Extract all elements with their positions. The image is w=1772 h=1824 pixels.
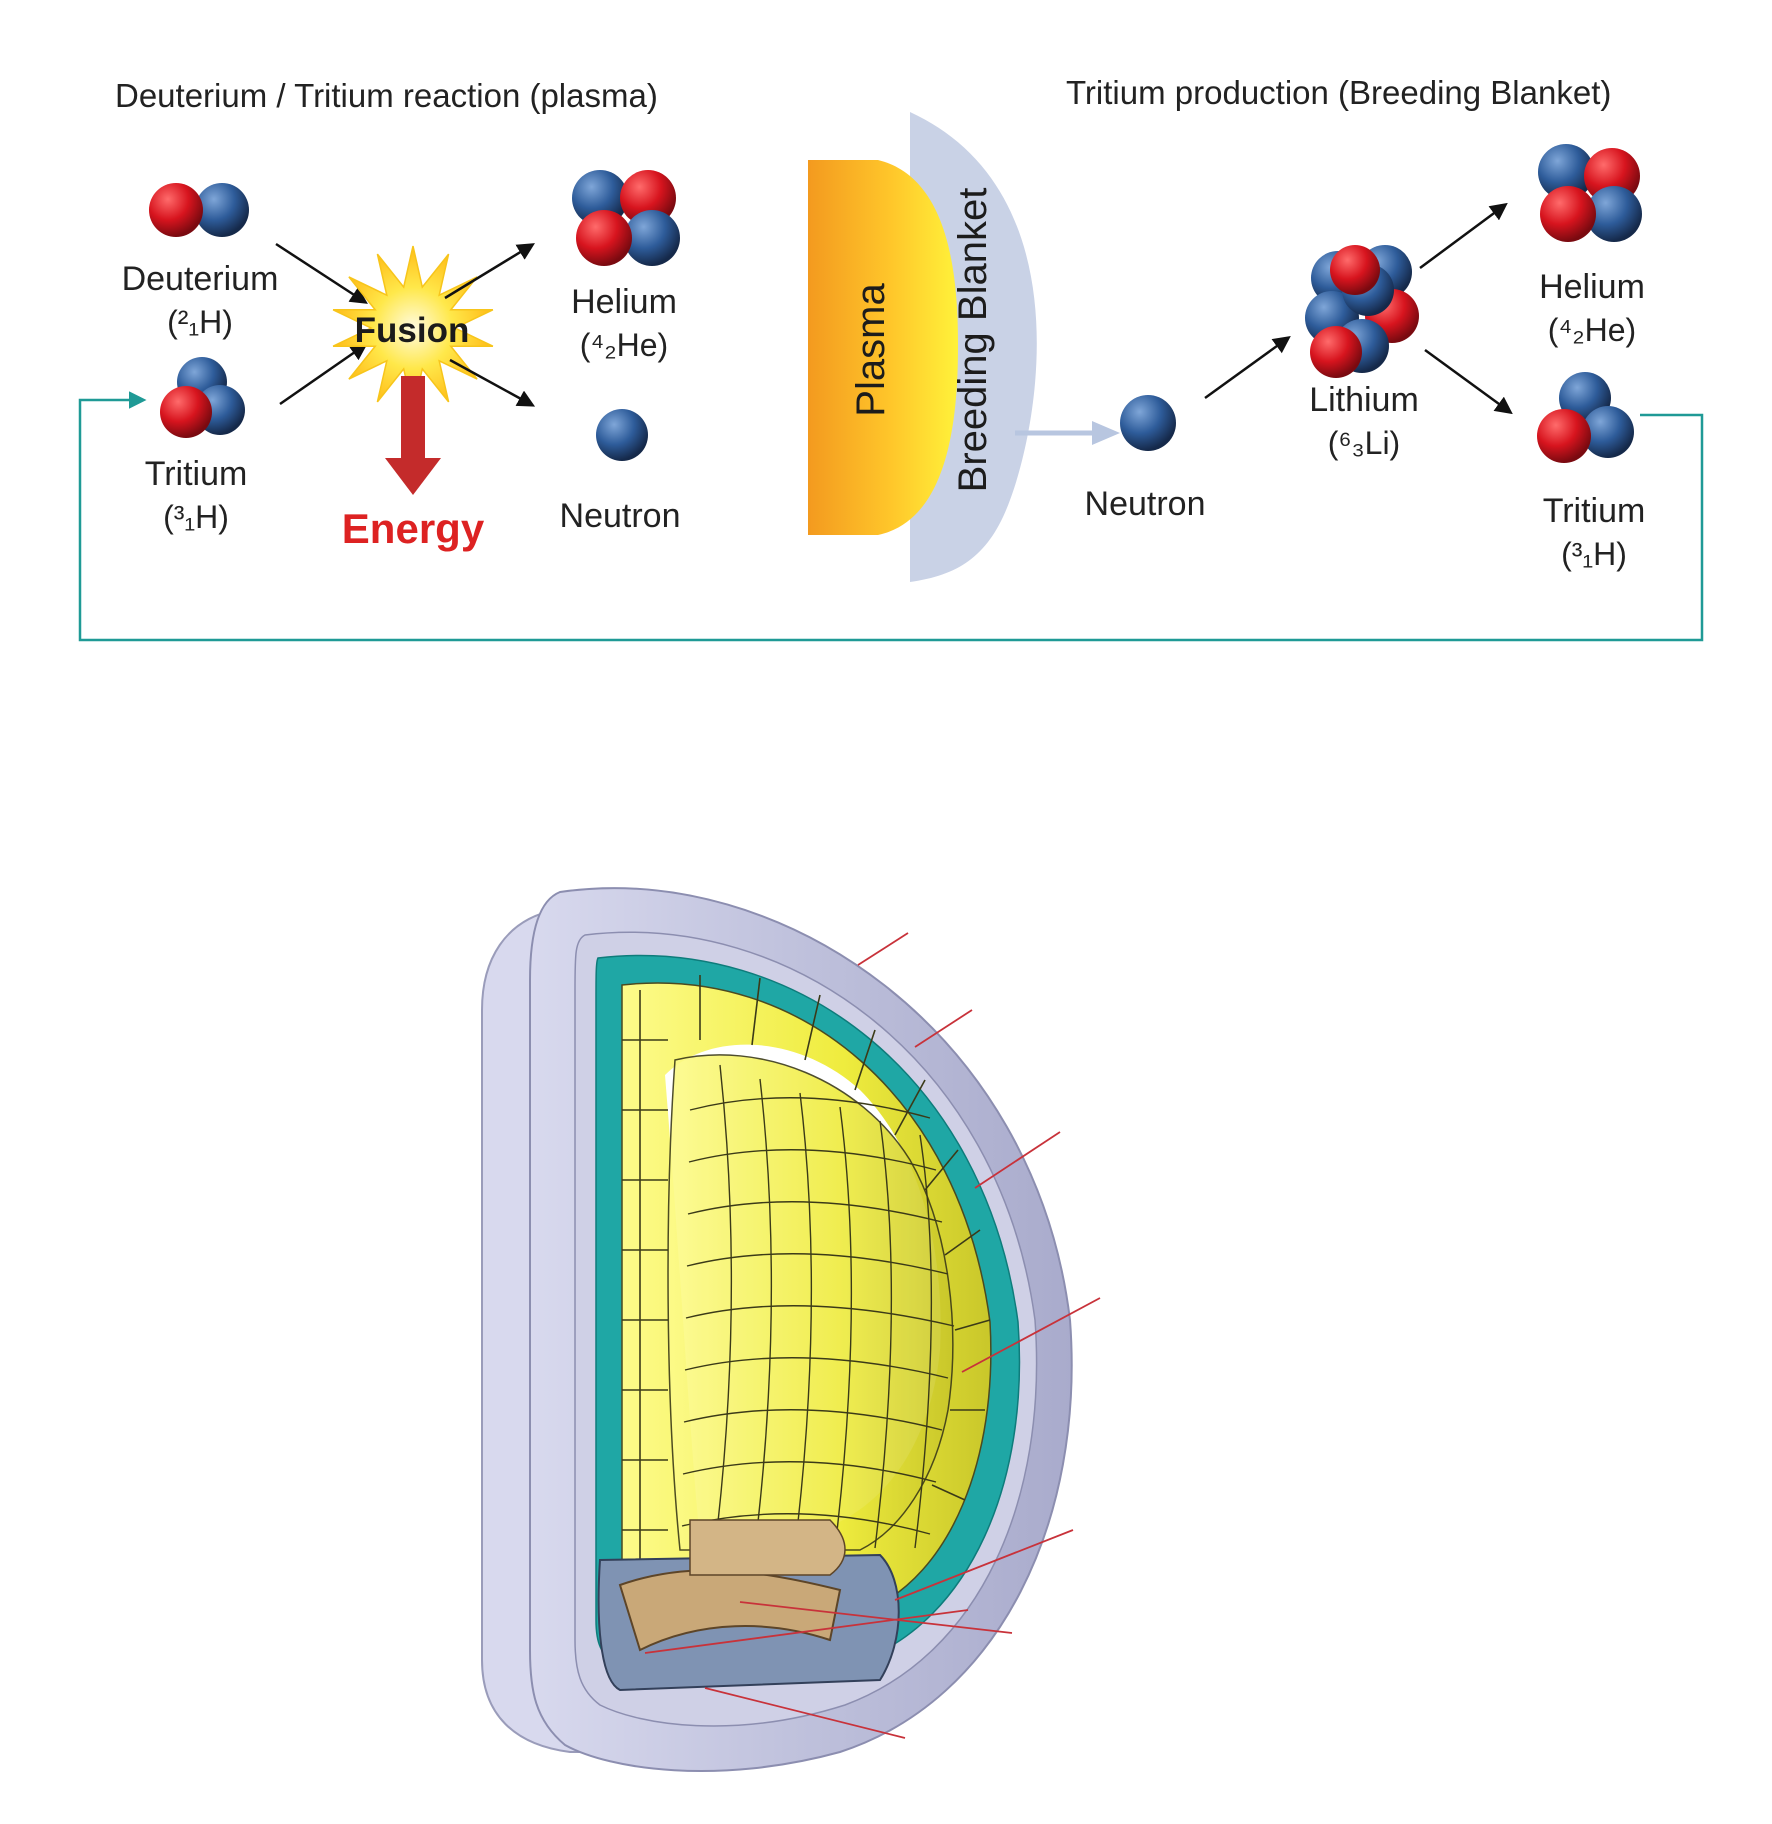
reactor-cross-section <box>481 887 1101 1773</box>
leader-line-6 <box>739 1601 1013 1634</box>
tritium-output-nucleus <box>1537 372 1634 463</box>
tile-seam <box>944 1229 981 1256</box>
leader-line-4 <box>961 1297 1101 1373</box>
helium-right-symbol: (⁴₂He) <box>1548 312 1636 348</box>
leader-lines <box>644 932 1101 1739</box>
blanket-tile-grid <box>622 975 991 1605</box>
tritium-input-nucleus <box>160 357 245 438</box>
tile-seam <box>954 1319 991 1331</box>
blanket-back-wall <box>667 1054 954 1551</box>
tile-column-seam <box>914 1134 933 1549</box>
tile-row-seam <box>687 1201 943 1223</box>
tile-seam <box>804 994 821 1061</box>
neutron-right-particle <box>1120 395 1176 451</box>
tritium-output-label: Tritium <box>1543 492 1646 530</box>
leader-line-2 <box>914 1009 973 1048</box>
helium-left-symbol: (⁴₂He) <box>580 327 668 363</box>
leader-line-8 <box>704 1687 906 1739</box>
deuterium-symbol: (²₁H) <box>167 304 233 340</box>
leader-line-7 <box>644 1609 969 1654</box>
breeding-blanket-label: Breeding Blanket <box>951 188 995 493</box>
arrow-fusion-to-helium <box>444 243 535 300</box>
leader-line-1 <box>857 932 909 966</box>
arrow-tritium-to-fusion <box>279 343 368 406</box>
plasma-band <box>808 160 958 535</box>
tritium-recycle-loop <box>78 391 1704 642</box>
arrow-deuterium-to-fusion <box>275 242 368 304</box>
arrow-fusion-to-neutron <box>449 358 536 407</box>
tile-column-seam <box>794 1092 813 1549</box>
tritium-output-symbol: (³₁H) <box>1561 536 1627 572</box>
energy-label: Energy <box>342 505 485 552</box>
tile-column-seam <box>754 1078 773 1549</box>
deuterium-label: Deuterium <box>122 260 279 298</box>
tile-column-seam <box>834 1106 853 1549</box>
tile-seam <box>751 977 761 1046</box>
tile-column-seam <box>874 1120 893 1549</box>
tile-row-seam <box>682 1461 937 1483</box>
tritium-input-symbol: (³₁H) <box>163 499 229 535</box>
leader-line-3 <box>974 1131 1061 1189</box>
tile-row-seam <box>689 1097 931 1119</box>
deuterium-nucleus <box>149 183 249 237</box>
tile-seam <box>931 1484 966 1501</box>
tritium-input-label: Tritium <box>145 455 248 493</box>
fusion-label: Fusion <box>355 311 470 350</box>
helium-right-label: Helium <box>1539 268 1645 306</box>
right-section-title: Tritium production (Breeding Blanket) <box>1066 74 1611 111</box>
tile-row-seam <box>684 1357 949 1379</box>
tile-row-seam <box>683 1409 943 1431</box>
tile-seam <box>854 1029 876 1091</box>
left-section-title: Deuterium / Tritium reaction (plasma) <box>115 77 658 114</box>
tile-seam <box>894 1079 926 1136</box>
arrow-lithium-to-tritium <box>1424 348 1513 415</box>
tile-row-seam <box>686 1253 949 1275</box>
lithium-nucleus <box>1305 245 1419 378</box>
energy-arrow-icon <box>385 376 441 495</box>
arrow-lithium-to-helium <box>1419 202 1508 270</box>
tile-column-seam <box>714 1064 733 1549</box>
neutron-left-particle <box>596 409 648 461</box>
helium-left-nucleus <box>572 170 680 266</box>
neutron-right-label: Neutron <box>1085 485 1206 523</box>
arrow-blanket-to-neutron <box>1015 421 1120 445</box>
helium-left-label: Helium <box>571 283 677 321</box>
helium-right-nucleus <box>1538 144 1642 242</box>
neutron-left-label: Neutron <box>560 497 681 535</box>
lithium-label: Lithium <box>1309 381 1419 419</box>
back-wall-tile-grid <box>681 1064 955 1549</box>
leader-line-5 <box>894 1529 1074 1601</box>
tile-seam <box>924 1149 959 1191</box>
lithium-symbol: (⁶₃Li) <box>1328 425 1400 461</box>
plasma-label: Plasma <box>849 283 893 417</box>
arrow-neutron-to-lithium <box>1204 335 1291 400</box>
tile-row-seam <box>685 1305 955 1327</box>
